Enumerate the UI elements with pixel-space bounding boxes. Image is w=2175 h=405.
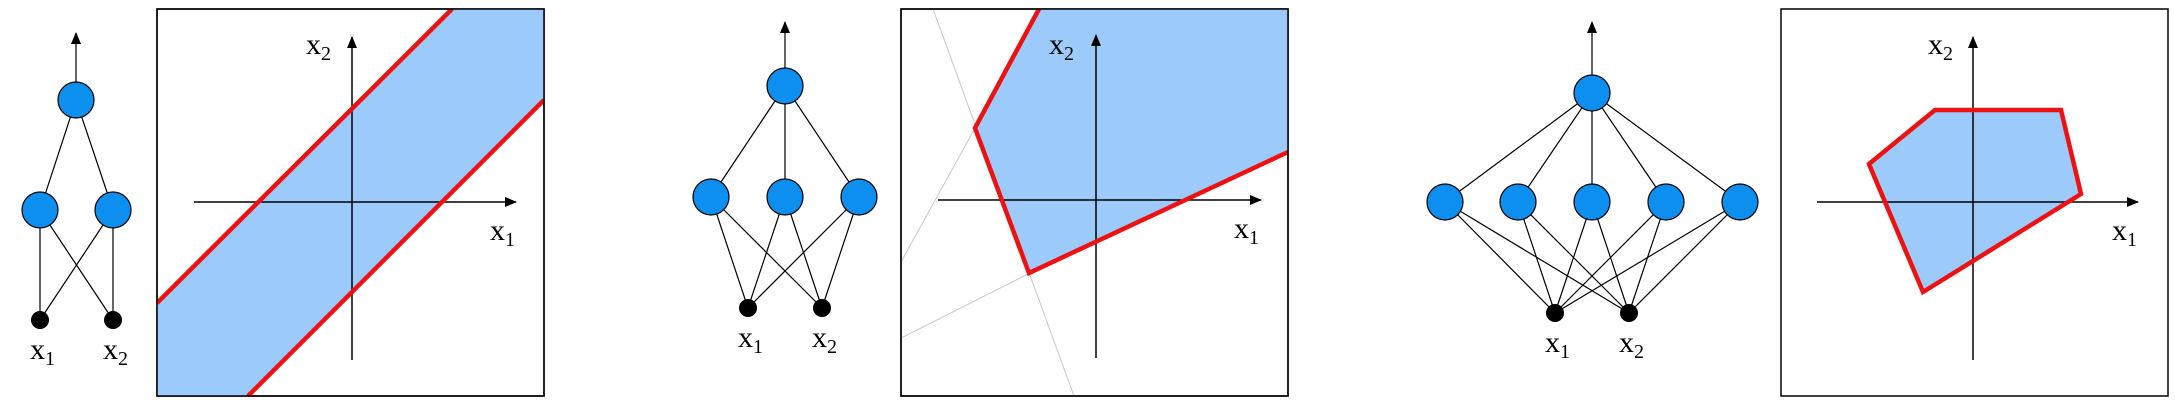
decision-plot-3: x2 x1 [1780, 8, 2169, 397]
output-node [766, 67, 804, 105]
faint-boundary [901, 127, 976, 263]
hidden-node [1647, 183, 1685, 221]
input-node-x1 [1546, 304, 1564, 322]
axis-label-x1: x1 [2112, 214, 2137, 251]
faint-boundary [901, 272, 1031, 339]
axis-label-x1: x1 [490, 214, 515, 251]
hidden-node [1721, 183, 1759, 221]
hidden-node [840, 178, 878, 216]
edge [39, 209, 114, 321]
edge [784, 85, 860, 198]
edge [1444, 92, 1593, 203]
hidden-node [1573, 183, 1611, 221]
decision-plot-1: x2 x1 [156, 8, 545, 397]
input-node-x2 [813, 299, 831, 317]
network-diagram-2: x1 x2 [692, 21, 878, 358]
hidden-node [1426, 183, 1464, 221]
edge [1444, 201, 1556, 314]
axis-label-x2: x2 [1928, 28, 1953, 65]
edge [1591, 92, 1667, 203]
decision-region [975, 9, 1288, 273]
edge [39, 99, 77, 211]
input-label-x1: x1 [738, 321, 763, 358]
input-node-x1 [31, 311, 49, 329]
network-diagram-3: x1 x2 [1426, 21, 1759, 363]
output-node [1573, 74, 1611, 112]
input-label-x1: x1 [30, 333, 55, 370]
decision-boundary [246, 98, 544, 396]
input-label-x2: x2 [103, 333, 128, 370]
decision-plot-2: x2 x1 [900, 8, 1289, 397]
hidden-node [21, 191, 59, 229]
edge [1591, 92, 1741, 203]
hidden-node [1499, 183, 1537, 221]
decision-boundary [972, 9, 1288, 277]
edge [1517, 201, 1556, 314]
decision-boundary [1866, 107, 2084, 296]
axis-label-x1: x1 [1234, 212, 1259, 249]
input-node-x2 [1620, 304, 1638, 322]
network-diagram-1: x1 x2 [21, 32, 132, 370]
edge [1554, 201, 1741, 314]
hidden-node [766, 178, 804, 216]
edge [1628, 201, 1741, 314]
input-label-x2: x2 [812, 321, 837, 358]
axis-label-x2: x2 [1049, 28, 1074, 65]
edge [747, 196, 860, 309]
edge [1554, 201, 1667, 314]
axis-label-x2: x2 [306, 28, 331, 65]
hidden-node [94, 191, 132, 229]
output-node [57, 81, 95, 119]
input-label-x2: x2 [1619, 326, 1644, 363]
edge [75, 99, 114, 211]
edge [1517, 92, 1593, 203]
hidden-node [692, 178, 730, 216]
decision-region [1869, 110, 2081, 292]
decision-boundary [157, 9, 454, 305]
edge [747, 196, 786, 309]
edge [821, 196, 860, 309]
edge [710, 196, 749, 309]
edge [1554, 201, 1593, 314]
input-node-x1 [739, 299, 757, 317]
input-label-x1: x1 [1545, 326, 1570, 363]
edge [710, 85, 786, 198]
input-node-x2 [104, 311, 122, 329]
